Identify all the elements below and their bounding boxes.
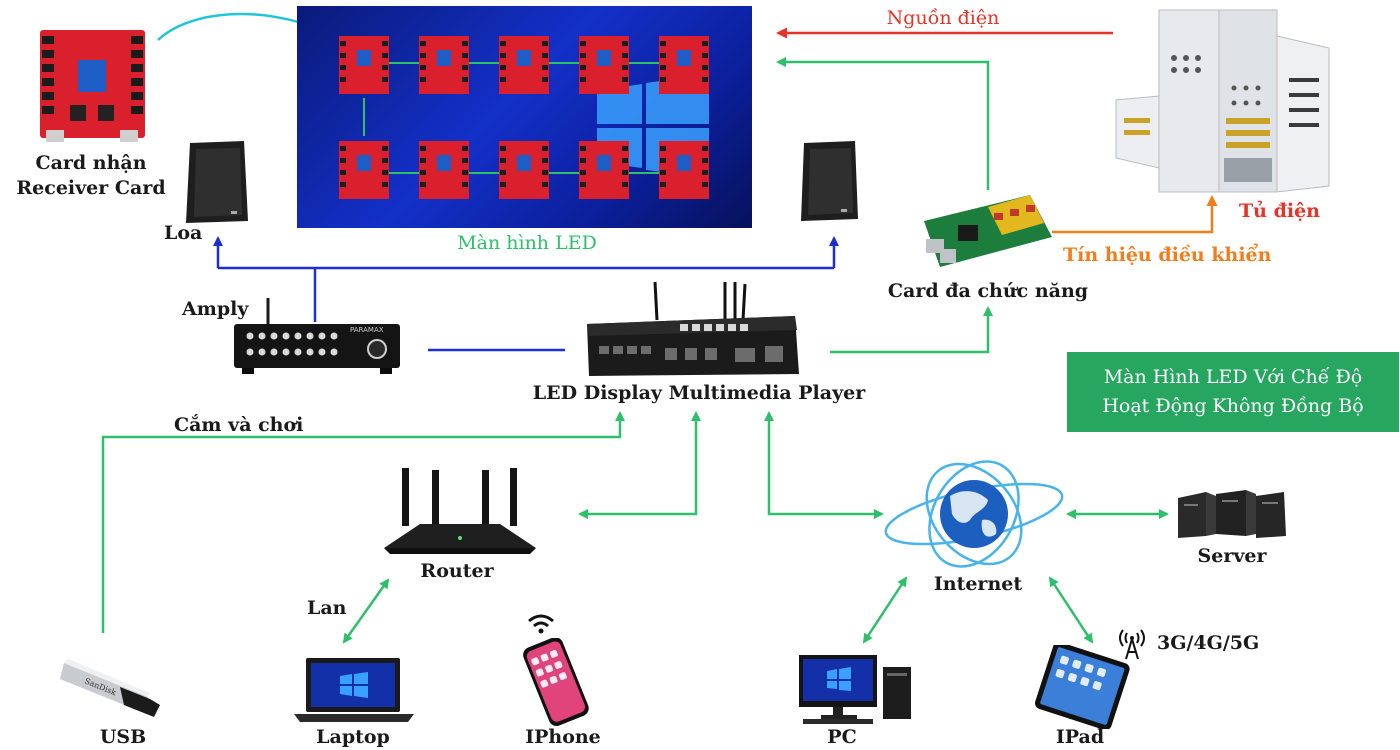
laptop-icon — [292, 656, 416, 724]
pc-icon — [797, 653, 917, 725]
media-player-icon — [585, 280, 801, 378]
info-box-line-1: Màn Hình LED Với Chế Độ — [1103, 366, 1363, 388]
player-internet-arrow — [764, 411, 884, 519]
router-laptop-arrow — [342, 578, 390, 644]
laptop-label: Laptop — [316, 726, 390, 748]
control-signal-label: Tín hiệu điều khiển — [1063, 244, 1272, 266]
multifunction-card-icon — [918, 193, 1054, 273]
speaker-icon — [801, 141, 858, 221]
info-box-line-2: Hoạt Động Không Đồng Bộ — [1102, 395, 1364, 417]
usb-label: USB — [99, 726, 147, 748]
multi-card-label: Card đa chức năng — [887, 280, 1089, 302]
led-screen-icon — [297, 6, 752, 228]
player-to-multicard-arrow — [830, 306, 993, 354]
amplifier-icon — [232, 296, 404, 378]
server-icon — [1176, 488, 1288, 540]
speaker-label: Loa — [164, 222, 203, 244]
ipad-icon — [1026, 641, 1138, 731]
receiver-card-label-1: Card nhận — [35, 152, 147, 174]
router-label: Router — [420, 560, 494, 582]
screen-receiver-card-icon — [659, 141, 709, 199]
control-signal-arrow — [1052, 195, 1218, 234]
multicard-to-screen-arrow — [776, 57, 990, 190]
amp-brand: PARAMAX — [350, 326, 384, 334]
screen-receiver-card-icon — [339, 36, 389, 94]
router-player-arrow — [578, 411, 701, 519]
iphone-icon — [513, 637, 598, 727]
router-icon — [380, 466, 540, 558]
lan-label: Lan — [307, 597, 347, 619]
screen-receiver-card-icon — [579, 141, 629, 199]
receiver-card-icon — [40, 30, 145, 148]
cabinet-label: Tủ điện — [1239, 200, 1320, 222]
wifi-icon — [526, 611, 556, 635]
screen-receiver-card-icon — [499, 36, 549, 94]
screen-receiver-card-icon — [499, 141, 549, 199]
info-box: Màn Hình LED Với Chế Độ Hoạt Động Không … — [1067, 352, 1399, 432]
usb-to-player-arrow — [101, 411, 625, 633]
electrical-cabinet-icon — [1114, 8, 1336, 196]
screen-receiver-card-icon — [419, 36, 469, 94]
speaker-icon — [186, 141, 248, 223]
usb-drive-icon: SanDisk — [58, 653, 163, 721]
screen-receiver-card-icon — [579, 36, 629, 94]
internet-ipad-arrow — [1048, 576, 1094, 644]
internet-pc-arrow — [862, 576, 908, 644]
screen-receiver-card-icon — [339, 141, 389, 199]
screen-receiver-card-icon — [419, 141, 469, 199]
led-screen-graphic — [339, 36, 709, 199]
receiver-card-label-2: Receiver Card — [16, 177, 166, 199]
server-label: Server — [1197, 545, 1267, 567]
led-screen-label: Màn hình LED — [457, 232, 597, 254]
network-label: 3G/4G/5G — [1157, 632, 1260, 654]
internet-label: Internet — [933, 573, 1023, 595]
plug-play-label: Cắm và chơi — [174, 414, 304, 436]
iphone-label: IPhone — [525, 726, 601, 748]
ipad-label: IPad — [1055, 726, 1105, 748]
player-label: LED Display Multimedia Player — [532, 382, 866, 404]
antenna-icon — [1117, 626, 1147, 660]
globe-icon — [878, 456, 1070, 574]
screen-receiver-card-icon — [659, 36, 709, 94]
amply-label: Amply — [182, 298, 249, 320]
power-label: Nguồn điện — [886, 7, 1000, 29]
pc-label: PC — [827, 726, 857, 748]
